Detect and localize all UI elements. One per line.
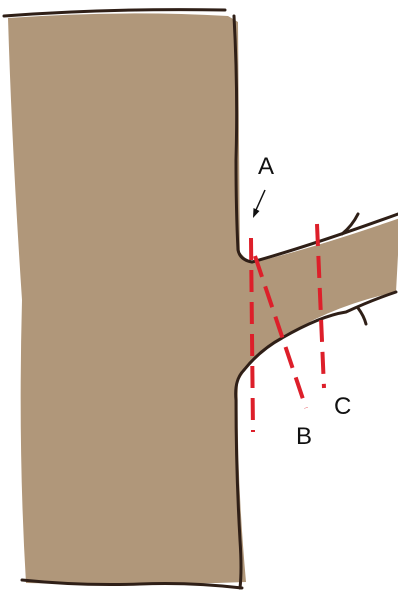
label-c: C <box>334 393 351 420</box>
label-a: A <box>258 153 274 180</box>
tree-trunk <box>8 13 246 584</box>
label-a-arrowhead <box>253 208 260 218</box>
label-b: B <box>296 423 312 450</box>
trunk-right-outline-upper <box>234 16 252 262</box>
branch-underside-nub <box>358 308 366 324</box>
label-a-arrow-shaft <box>256 190 265 210</box>
